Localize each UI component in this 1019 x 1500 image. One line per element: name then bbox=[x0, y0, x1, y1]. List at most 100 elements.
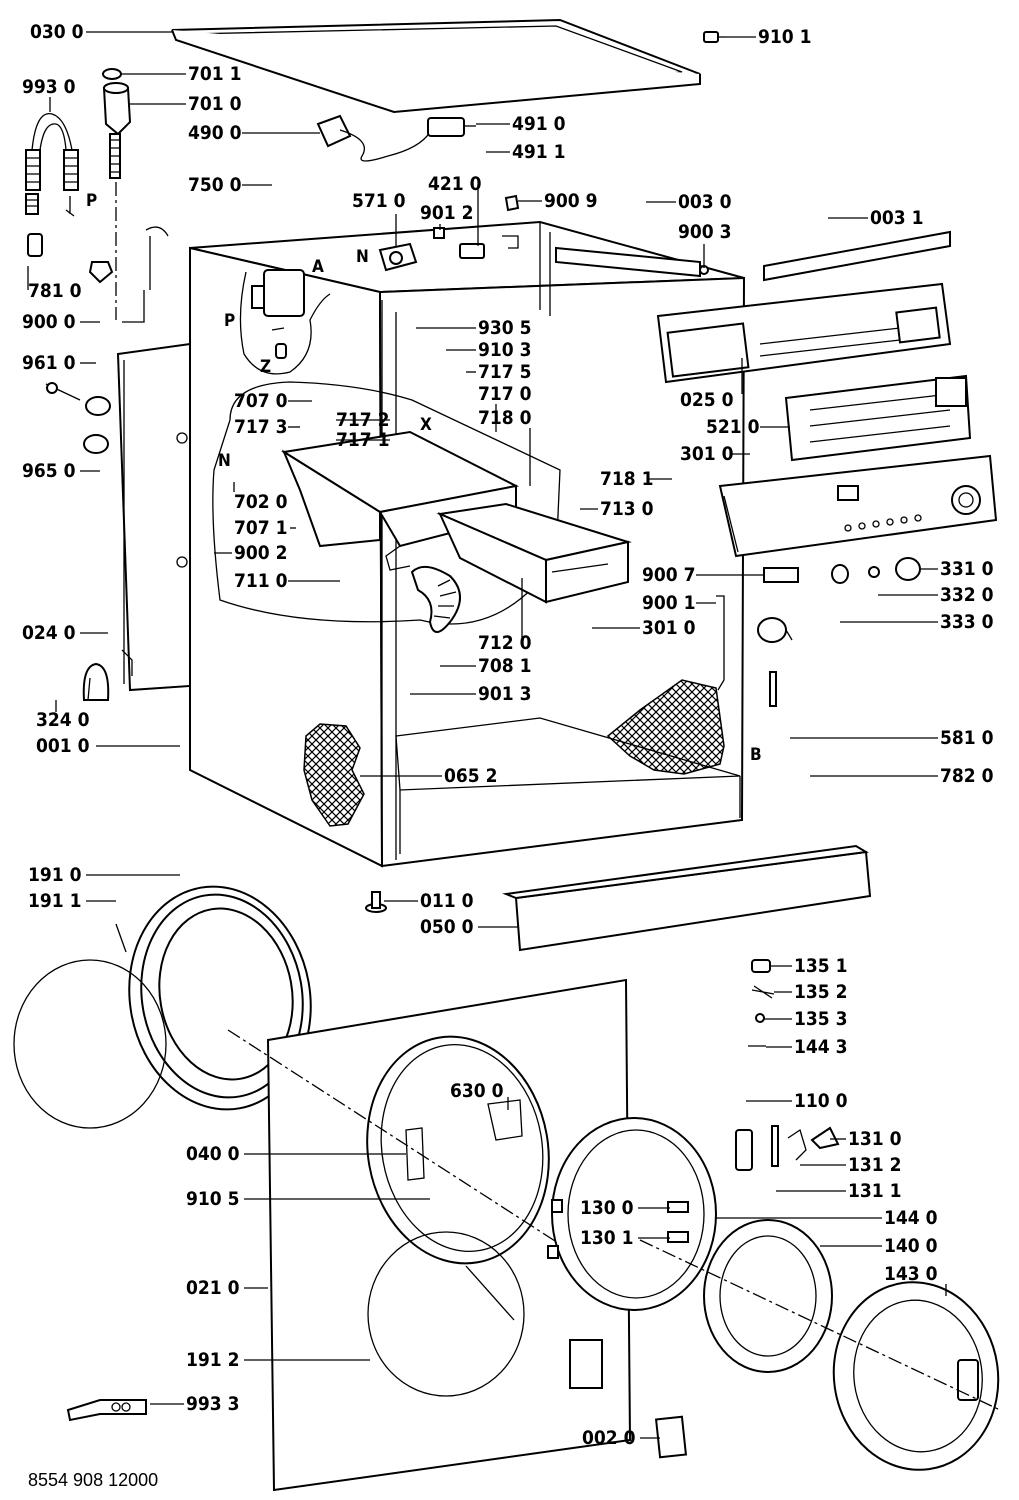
callout-p9013: 901 3 bbox=[478, 683, 532, 705]
callout-p0400: 040 0 bbox=[186, 1143, 240, 1165]
callout-p7120: 712 0 bbox=[478, 632, 532, 654]
callout-p0010: 001 0 bbox=[36, 735, 90, 757]
callout-p4210: 421 0 bbox=[428, 173, 482, 195]
part-135-3 bbox=[755, 1013, 765, 1023]
detergent-drawer-part bbox=[436, 502, 632, 604]
part-131-0 bbox=[810, 1126, 840, 1150]
bracket-900-0 bbox=[88, 226, 169, 323]
callout-p5210: 521 0 bbox=[706, 416, 760, 438]
callout-p7180: 718 0 bbox=[478, 407, 532, 429]
callout-p7010: 701 0 bbox=[188, 93, 242, 115]
foot-011-0 bbox=[365, 891, 387, 913]
letter-lB: B bbox=[750, 745, 762, 765]
callout-p1400: 140 0 bbox=[884, 1235, 938, 1257]
callout-p5710: 571 0 bbox=[352, 190, 406, 212]
part-135-2 bbox=[751, 985, 775, 999]
callout-p1353: 135 3 bbox=[794, 1008, 848, 1030]
valve-part bbox=[102, 68, 132, 320]
mesh-pad-right bbox=[606, 679, 725, 775]
callout-p9101: 910 1 bbox=[758, 26, 812, 48]
callout-p7171: 717 1 bbox=[336, 429, 390, 451]
callout-p0250: 025 0 bbox=[680, 389, 734, 411]
callout-p1301: 130 1 bbox=[580, 1227, 634, 1249]
plinth-050-0 bbox=[502, 844, 872, 952]
callout-p7500: 750 0 bbox=[188, 174, 242, 196]
part-965-0 bbox=[83, 434, 109, 454]
callout-p9007: 900 7 bbox=[642, 564, 696, 586]
callout-p1312: 131 2 bbox=[848, 1154, 902, 1176]
callout-p1351: 135 1 bbox=[794, 955, 848, 977]
callout-p9001: 900 1 bbox=[642, 592, 696, 614]
callout-p9009: 900 9 bbox=[544, 190, 598, 212]
callout-p0652: 065 2 bbox=[444, 765, 498, 787]
part-900-9 bbox=[504, 194, 520, 212]
part-131-1 bbox=[771, 1125, 779, 1167]
leader-lines bbox=[27, 31, 947, 1439]
part-961-0 bbox=[45, 382, 111, 416]
callout-p0030: 003 0 bbox=[678, 191, 732, 213]
callout-p9930: 993 0 bbox=[22, 76, 76, 98]
callout-p4911: 491 1 bbox=[512, 141, 566, 163]
power-cord-part bbox=[316, 114, 476, 162]
callout-p1310: 131 0 bbox=[848, 1128, 902, 1150]
callout-p7820: 782 0 bbox=[940, 765, 994, 787]
callout-p7170: 717 0 bbox=[478, 383, 532, 405]
part-421-0 bbox=[459, 243, 485, 259]
callout-p7020: 702 0 bbox=[234, 491, 288, 513]
callout-p4900: 490 0 bbox=[188, 122, 242, 144]
door-ring-144-0 bbox=[547, 1117, 717, 1311]
callout-p7173: 717 3 bbox=[234, 416, 288, 438]
letter-lN2: N bbox=[218, 451, 231, 471]
callout-p9933: 993 3 bbox=[186, 1393, 240, 1415]
callout-p4910: 491 0 bbox=[512, 113, 566, 135]
callout-p7181: 718 1 bbox=[600, 468, 654, 490]
tool-993-3 bbox=[66, 1399, 147, 1422]
callout-p9610: 961 0 bbox=[22, 352, 76, 374]
callout-p1443: 144 3 bbox=[794, 1036, 848, 1058]
callout-p0210: 021 0 bbox=[186, 1277, 240, 1299]
door-frame-143-0 bbox=[639, 1239, 1001, 1471]
callout-p9305: 930 5 bbox=[478, 317, 532, 339]
part-131-2 bbox=[787, 1128, 807, 1161]
callout-p1352: 135 2 bbox=[794, 981, 848, 1003]
callout-p9000: 900 0 bbox=[22, 311, 76, 333]
letter-lP1: P bbox=[86, 191, 97, 211]
knob-331-0 bbox=[895, 557, 921, 581]
callout-p3010b: 301 0 bbox=[642, 617, 696, 639]
callout-p9003: 900 3 bbox=[678, 221, 732, 243]
letter-lN1: N bbox=[356, 247, 369, 267]
part-135-1 bbox=[751, 959, 771, 973]
rear-panel-part bbox=[116, 342, 191, 692]
mesh-pad-left bbox=[303, 723, 365, 827]
bellows-hose-part bbox=[410, 565, 461, 633]
knob-332-0 bbox=[868, 566, 880, 578]
letter-lP2: P bbox=[224, 311, 235, 331]
callout-p3330: 333 0 bbox=[940, 611, 994, 633]
pressure-switch-581-0 bbox=[757, 617, 793, 707]
control-panel-back-025-0 bbox=[656, 282, 952, 384]
callout-p0300: 030 0 bbox=[30, 21, 84, 43]
callout-p0500: 050 0 bbox=[420, 916, 474, 938]
callout-p7130: 713 0 bbox=[600, 498, 654, 520]
screw-910-1 bbox=[703, 31, 726, 43]
solenoid-valve-part bbox=[378, 242, 418, 272]
door-glass-140-0 bbox=[703, 1219, 833, 1373]
callout-p1311: 131 1 bbox=[848, 1180, 902, 1202]
callout-p9002: 900 2 bbox=[234, 542, 288, 564]
callout-p5810: 581 0 bbox=[940, 727, 994, 749]
inlet-hose-part bbox=[25, 113, 79, 257]
part-110-0 bbox=[735, 1129, 753, 1171]
rail-003-1 bbox=[763, 230, 951, 282]
dispenser-area-outline bbox=[212, 381, 561, 625]
callout-p1100: 110 0 bbox=[794, 1090, 848, 1112]
callout-p0031: 003 1 bbox=[870, 207, 924, 229]
callout-p3010a: 301 0 bbox=[680, 443, 734, 465]
callout-p7110: 711 0 bbox=[234, 570, 288, 592]
part-324-0 bbox=[82, 662, 110, 701]
front-panel-021-0 bbox=[227, 978, 632, 1492]
callout-p6300: 630 0 bbox=[450, 1080, 504, 1102]
callout-p0110: 011 0 bbox=[420, 890, 474, 912]
letter-lX: X bbox=[420, 415, 432, 435]
